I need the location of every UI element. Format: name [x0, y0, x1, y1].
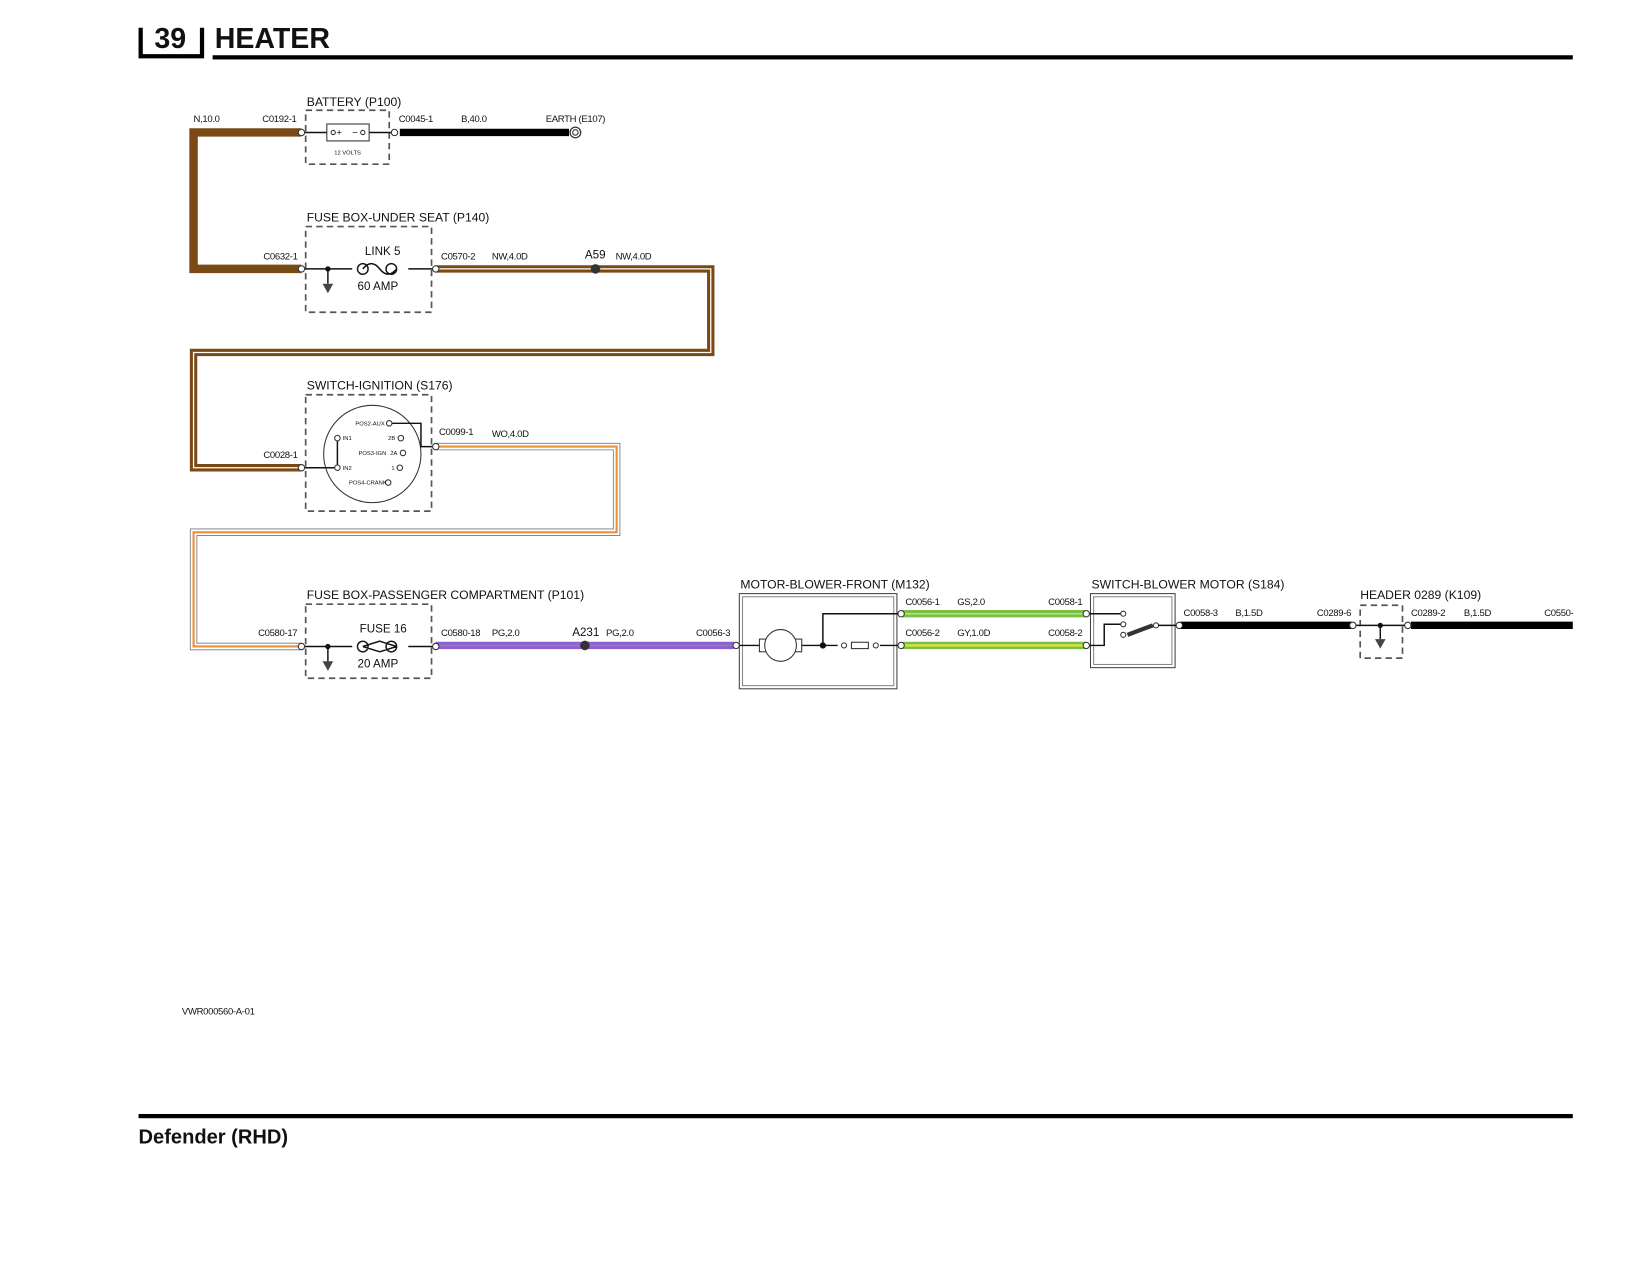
- fuse-icon: [356, 640, 398, 653]
- splice-a59-label: A59: [585, 248, 606, 261]
- connector-label: C0045-1: [399, 114, 433, 125]
- page-number-bracket: [138, 27, 205, 59]
- pin-in1: IN1: [343, 436, 352, 442]
- earth-icon: [569, 126, 582, 139]
- connector-label: C0550-: [1544, 608, 1573, 619]
- connector-label: C0056-2: [905, 628, 939, 639]
- connector-label: C0580-17: [258, 628, 297, 639]
- fusebox-pass-label: FUSE BOX-PASSENGER COMPARTMENT (P101): [307, 588, 584, 602]
- footer-model: Defender (RHD): [139, 1127, 288, 1149]
- wire-label: GS,2.0: [957, 597, 985, 608]
- wire-label: GY,1.0D: [957, 628, 990, 639]
- ground-icon: [322, 283, 334, 294]
- pin-pos3-ign: POS3-IGN: [359, 451, 387, 457]
- switch-lever-icon: [1126, 623, 1154, 637]
- ignition-label: SWITCH-IGNITION (S176): [307, 378, 453, 392]
- footer-rule: [138, 1113, 1573, 1119]
- page-header: 39 HEATER: [138, 23, 1573, 60]
- ground-icon: [1375, 639, 1386, 649]
- connector-label: C0058-3: [1184, 608, 1218, 619]
- blower-switch-label: SWITCH-BLOWER MOTOR (S184): [1092, 577, 1285, 591]
- connector-label: C0632-1: [263, 251, 297, 262]
- connector-label: C0289-6: [1317, 608, 1351, 619]
- wire-label: NW,4.0D: [616, 251, 652, 262]
- fuse-link-icon: [356, 262, 398, 275]
- battery-minus: −: [352, 128, 358, 139]
- header-0289-k109: HEADER 0289 (K109): [1349, 588, 1481, 659]
- ground-icon: [322, 661, 334, 671]
- switch-ignition-s176: SWITCH-IGNITION (S176) POS2-AUX IN1 2B P…: [297, 378, 453, 512]
- wire-label: PG,2.0: [492, 628, 520, 639]
- battery-p100: BATTERY (P100) + − 12 VOLTS: [297, 95, 402, 166]
- page-title: HEATER: [215, 23, 331, 55]
- pin-2a: 2A: [390, 451, 397, 457]
- connector-label: C0058-1: [1048, 597, 1082, 608]
- splice-a231-label: A231: [572, 626, 599, 639]
- motor-label: MOTOR-BLOWER-FRONT (M132): [740, 577, 929, 591]
- connector-label: C0028-1: [263, 450, 297, 461]
- connector-label: C0056-1: [905, 597, 939, 608]
- connector-label: C0099-1: [439, 427, 473, 438]
- earth-label: EARTH (E107): [546, 114, 606, 125]
- pin-pos4-crank: POS4-CRANK: [349, 481, 387, 487]
- motor-icon: [764, 629, 797, 662]
- wire-n10: [189, 128, 302, 274]
- pin-2b: 2B: [388, 436, 395, 442]
- motor-blower-front-m132: MOTOR-BLOWER-FRONT (M132): [732, 577, 930, 690]
- fusebox-seat-label: FUSE BOX-UNDER SEAT (P140): [307, 210, 490, 224]
- splice-a59: [590, 264, 601, 274]
- battery-plus: +: [336, 128, 342, 139]
- connector-label: C0580-18: [441, 628, 480, 639]
- diagram-reference: VWR000560-A-01: [182, 1007, 255, 1018]
- pin-1: 1: [391, 466, 394, 472]
- header-k109-label: HEADER 0289 (K109): [1360, 588, 1481, 602]
- battery-voltage: 12 VOLTS: [334, 151, 361, 157]
- wire-label: NW,4.0D: [492, 251, 528, 262]
- wire-label: B,1.5D: [1464, 608, 1492, 619]
- connector-labels: C0192-1 C0045-1 C0632-1 C0570-2 C0028-1 …: [258, 114, 1574, 639]
- wire-label: PG,2.0: [606, 628, 634, 639]
- resistor-icon: [850, 641, 869, 650]
- wire-label: N,10.0: [194, 114, 220, 125]
- fuse-name: LINK 5: [365, 245, 401, 258]
- battery-label: BATTERY (P100): [307, 95, 402, 109]
- connector-label: C0192-1: [262, 114, 296, 125]
- fusebox-passenger-p101: FUSE BOX-PASSENGER COMPARTMENT (P101) FU…: [297, 588, 584, 680]
- wire-nw4: [189, 265, 715, 472]
- header-rule: [212, 55, 1573, 60]
- switch-blower-motor-s184: SWITCH-BLOWER MOTOR (S184): [1082, 577, 1285, 669]
- connector-label: C0058-2: [1048, 628, 1082, 639]
- connector-label: C0289-2: [1411, 608, 1445, 619]
- wire-label: WO,4.0D: [492, 429, 529, 440]
- connector-label: C0570-2: [441, 251, 475, 262]
- earth-e107: EARTH (E107): [546, 114, 606, 139]
- fuse-rating: 60 AMP: [358, 280, 399, 293]
- fusebox-under-seat-p140: FUSE BOX-UNDER SEAT (P140) LINK 5 60 AMP: [297, 210, 490, 314]
- pin-pos2-aux: POS2-AUX: [355, 421, 384, 427]
- splice-a231: [580, 640, 590, 651]
- wire-labels: N,10.0 B,40.0 NW,4.0D NW,4.0D WO,4.0D PG…: [194, 114, 1492, 639]
- page-number: 39: [154, 23, 186, 55]
- fuse-name: FUSE 16: [360, 623, 407, 636]
- wire-wo4: [189, 442, 621, 651]
- pin-in2: IN2: [343, 466, 352, 472]
- wire-label: B,40.0: [461, 114, 487, 125]
- connector-label: C0056-3: [696, 628, 730, 639]
- fuse-rating: 20 AMP: [358, 658, 399, 671]
- wire-label: B,1.5D: [1235, 608, 1263, 619]
